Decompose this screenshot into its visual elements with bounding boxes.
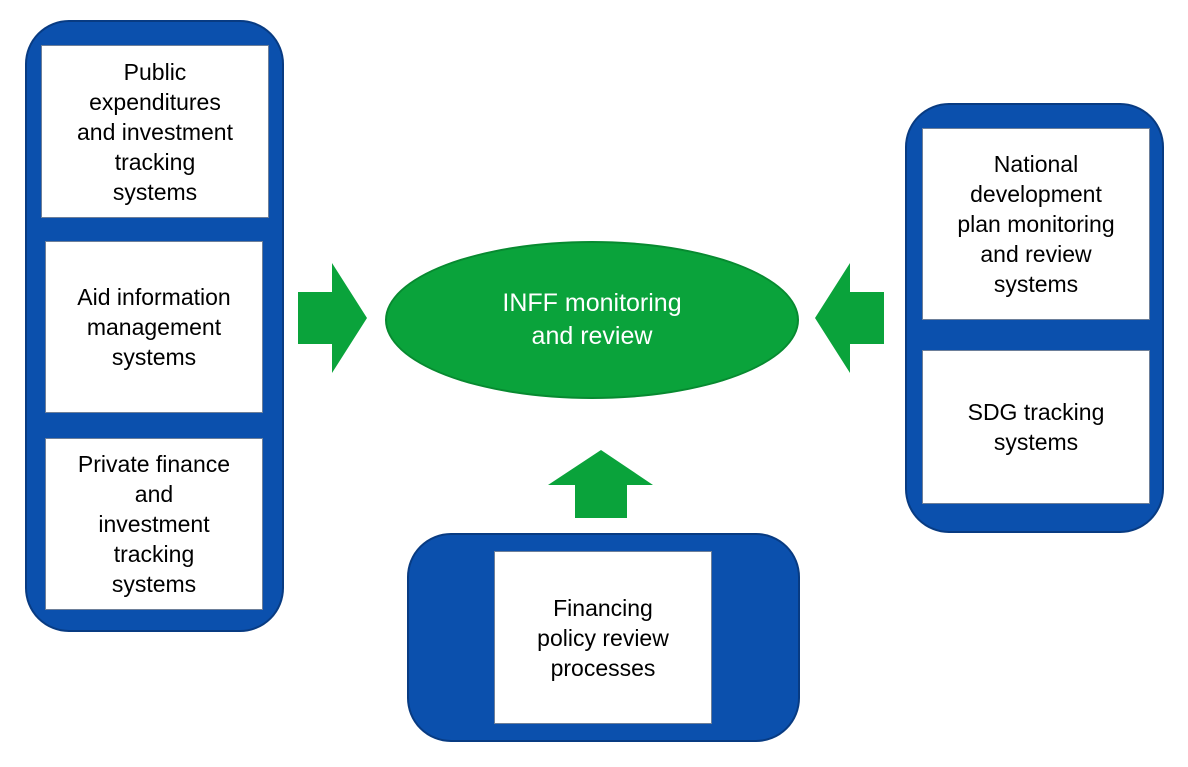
- arrow-right-shape: [298, 263, 367, 373]
- arrow-right-icon: [298, 263, 367, 373]
- sdg-tracking-box: SDG tracking systems: [922, 350, 1150, 504]
- inff-monitoring-ellipse: INFF monitoring and review: [385, 241, 799, 399]
- national-development-label: National development plan monitoring and…: [957, 151, 1115, 297]
- private-finance-box: Private finance and investment tracking …: [45, 438, 263, 610]
- inff-monitoring-label: INFF monitoring and review: [502, 289, 682, 350]
- arrow-left-icon: [815, 263, 884, 373]
- public-expenditures-box: Public expenditures and investment track…: [41, 45, 269, 218]
- financing-policy-box: Financing policy review processes: [494, 551, 712, 724]
- arrow-up-shape: [548, 450, 653, 518]
- arrow-left-shape: [815, 263, 884, 373]
- sdg-tracking-label: SDG tracking systems: [967, 399, 1105, 455]
- public-expenditures-label: Public expenditures and investment track…: [77, 58, 233, 205]
- financing-policy-label: Financing policy review processes: [537, 594, 669, 681]
- arrow-up-icon: [548, 450, 653, 518]
- private-finance-label: Private finance and investment tracking …: [77, 451, 231, 597]
- aid-information-label: Aid information management systems: [77, 284, 231, 370]
- national-development-box: National development plan monitoring and…: [922, 128, 1150, 320]
- aid-information-box: Aid information management systems: [45, 241, 263, 413]
